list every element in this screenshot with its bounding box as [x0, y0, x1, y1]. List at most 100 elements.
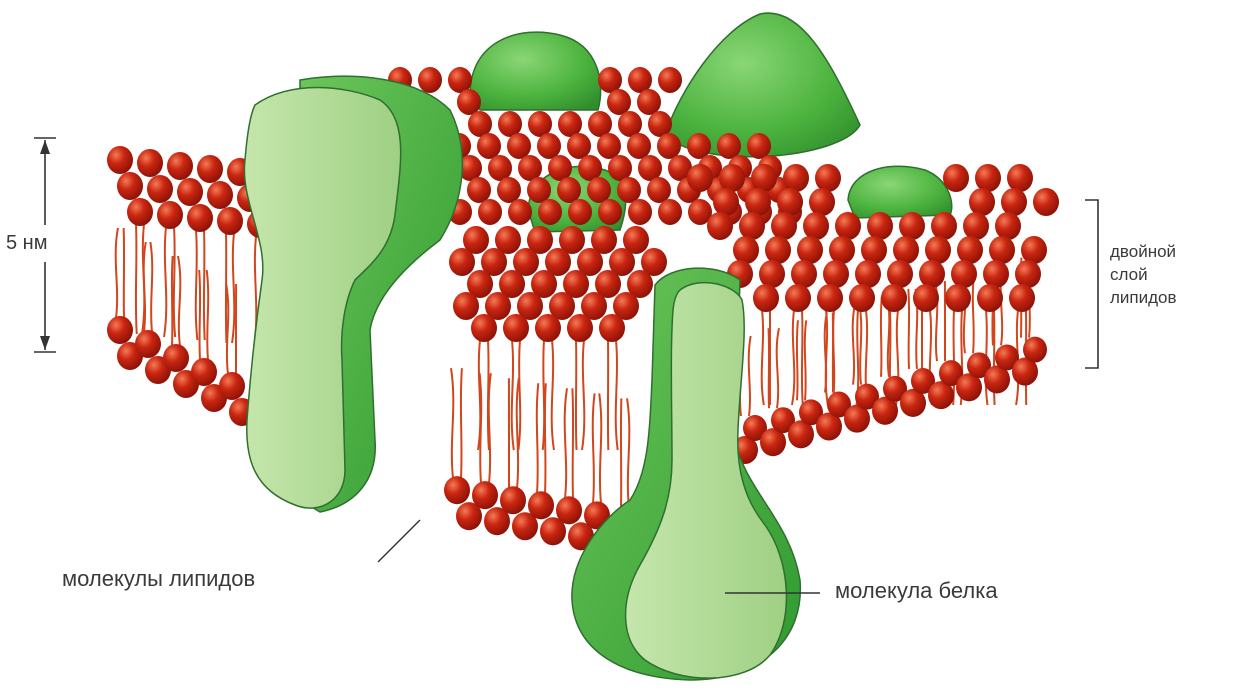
lipid-tail	[616, 340, 618, 450]
lipid-head	[1015, 260, 1041, 288]
lipid-head	[207, 181, 233, 209]
lipid-head	[951, 260, 977, 288]
lipid-head	[163, 344, 189, 372]
lipid-head	[477, 133, 501, 159]
scale-arrow-down	[40, 336, 50, 350]
lipid-tail	[489, 373, 491, 483]
lipid-tail	[517, 378, 519, 488]
lipid-head	[963, 212, 989, 240]
lipid-tail	[853, 305, 855, 385]
bilayer-label: двойной слой липидов	[1110, 240, 1235, 309]
lipid-tail	[572, 388, 573, 498]
scale-label: 5 нм	[6, 232, 47, 255]
lipid-head	[1009, 284, 1035, 312]
lipid-head	[187, 204, 213, 232]
lipid-head	[658, 199, 682, 225]
lipid-head	[597, 133, 621, 159]
lipid-head	[637, 89, 661, 115]
lipid-head	[471, 314, 497, 342]
lipid-head	[1033, 188, 1059, 216]
lipid-head	[617, 177, 641, 203]
lipid-head	[777, 188, 803, 216]
lipid-head	[537, 133, 561, 159]
lipid-tail	[627, 398, 629, 508]
lipid-tail	[204, 230, 205, 340]
lipid-tail	[136, 224, 137, 334]
lipid-head	[817, 284, 843, 312]
lipid-head	[599, 314, 625, 342]
lipid-tail	[232, 233, 234, 343]
lipid-head	[135, 330, 161, 358]
lipid-tail	[749, 336, 751, 416]
lipid-head	[628, 199, 652, 225]
lipid-head	[568, 199, 592, 225]
lipid-tail	[859, 305, 861, 385]
lipid-head	[747, 133, 771, 159]
lipid-head	[867, 212, 893, 240]
lipid-head	[771, 212, 797, 240]
lipid-head	[508, 199, 532, 225]
lipid-head	[893, 236, 919, 264]
lipid-head	[823, 260, 849, 288]
lipid-head	[899, 212, 925, 240]
lipid-tail	[451, 368, 453, 478]
lipid-head	[137, 149, 163, 177]
lipid-head	[467, 177, 491, 203]
lipid-head	[945, 284, 971, 312]
lipid-head	[167, 152, 193, 180]
lipid-head	[219, 372, 245, 400]
lipid-head	[497, 177, 521, 203]
lipid-head	[975, 164, 1001, 192]
lipid-head	[687, 164, 713, 192]
lipid-head	[556, 496, 582, 524]
lipid-head	[759, 260, 785, 288]
lipid-head	[658, 67, 682, 93]
lipid-head	[785, 284, 811, 312]
lipid-tail	[762, 310, 764, 405]
lipid-tail	[582, 340, 584, 450]
lipid-head	[983, 260, 1009, 288]
lipid-head	[1021, 236, 1047, 264]
lipid-tail	[543, 340, 544, 450]
lipid-head	[913, 284, 939, 312]
lipid-tail	[593, 393, 595, 503]
lipid-head	[957, 236, 983, 264]
lipid-head	[713, 188, 739, 216]
lipid-head	[147, 175, 173, 203]
lipid-head	[449, 248, 475, 276]
protein-transmembrane-left	[244, 76, 462, 512]
lipid-tail	[777, 328, 779, 408]
lipid-head	[127, 198, 153, 226]
lipid-head	[919, 260, 945, 288]
lipid-tail	[802, 310, 803, 405]
lipid-head	[647, 177, 671, 203]
lipid-head	[535, 314, 561, 342]
lipid-head	[925, 236, 951, 264]
bilayer-label-line3: липидов	[1110, 286, 1235, 309]
lipid-leader-line	[378, 520, 420, 562]
lipid-tail	[565, 388, 567, 498]
lipid-head	[969, 188, 995, 216]
lipid-head	[797, 236, 823, 264]
lipid-head	[472, 481, 498, 509]
lipid-tail	[480, 373, 482, 483]
lipid-head	[887, 260, 913, 288]
lipid-tail	[512, 340, 514, 450]
lipid-head	[444, 476, 470, 504]
lipid-head	[861, 236, 887, 264]
lipid-head	[107, 146, 133, 174]
lipid-head	[765, 236, 791, 264]
protein-molecule-label: молекула белка	[835, 578, 998, 604]
lipid-head	[191, 358, 217, 386]
lipid-tail	[207, 270, 209, 360]
lipid-head	[855, 260, 881, 288]
lipid-head	[538, 199, 562, 225]
protein-dome-top-center	[470, 32, 601, 110]
lipid-head	[527, 177, 551, 203]
lipid-head	[567, 314, 593, 342]
lipid-head	[815, 164, 841, 192]
lipid-head	[719, 164, 745, 192]
lipid-tail	[199, 270, 200, 360]
lipid-head	[995, 212, 1021, 240]
lipid-tail	[537, 383, 539, 493]
